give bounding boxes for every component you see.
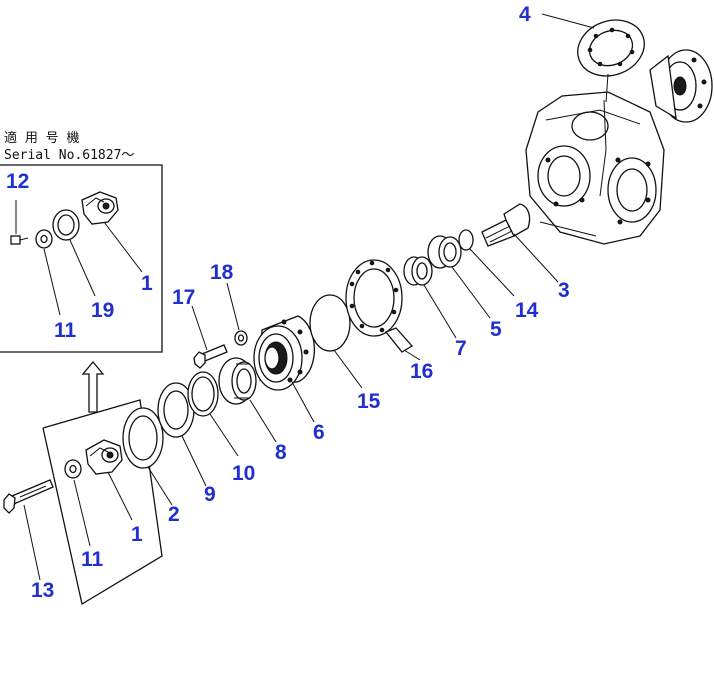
part-6-cage — [253, 315, 316, 391]
callout-4: 4 — [519, 3, 531, 26]
part-12-bolt — [10, 235, 29, 245]
callout-18: 18 — [210, 261, 234, 284]
leader-6 — [291, 381, 315, 423]
leader-11 — [73, 479, 91, 547]
callout-15: 15 — [357, 390, 381, 413]
callouts: 4 12 1 19 11 18 17 3 14 5 7 16 15 6 8 10… — [6, 3, 570, 602]
differential-assembly — [649, 49, 713, 123]
leader-1 — [107, 471, 133, 521]
callout-6: 6 — [313, 421, 325, 444]
leader-8 — [249, 399, 277, 443]
part-13-bolt — [3, 479, 54, 514]
callout-5: 5 — [490, 318, 502, 341]
leader-15 — [333, 349, 363, 389]
leader-18 — [226, 282, 240, 331]
leader-1-inset — [103, 221, 143, 273]
callout-1-inset: 1 — [141, 272, 153, 295]
callout-8: 8 — [275, 441, 287, 464]
callout-16: 16 — [410, 360, 433, 383]
leader-17 — [191, 305, 208, 351]
differential-housing — [525, 91, 665, 245]
part-16-shim — [345, 259, 414, 353]
part-14-spacer — [458, 229, 474, 251]
part-8-bearing — [218, 357, 257, 405]
part-7-race — [403, 256, 433, 286]
part-9-ring — [157, 382, 195, 438]
callout-14: 14 — [515, 299, 539, 322]
arrow-up-icon — [81, 360, 105, 413]
inset-panel: 適 用 号 機 Serial No.61827〜 — [0, 130, 163, 353]
callout-19: 19 — [91, 299, 114, 322]
callout-1: 1 — [131, 523, 143, 546]
part-10-shim — [187, 371, 219, 417]
leader-14 — [469, 248, 515, 297]
lower-bracket — [42, 399, 163, 606]
part-11-washer — [64, 459, 82, 479]
leader-19 — [69, 239, 96, 297]
callout-3: 3 — [558, 279, 570, 302]
part-18-washer — [234, 330, 248, 346]
part-1-coupling-inset — [81, 191, 119, 225]
callout-11-inset: 11 — [54, 319, 77, 342]
part-2-seal — [122, 407, 164, 469]
serial-note-number: Serial No.61827〜 — [4, 148, 134, 163]
leader-3 — [513, 233, 559, 283]
part-1-coupling — [85, 439, 123, 475]
leader-4 — [541, 13, 595, 29]
part-4-ring-gear — [577, 19, 645, 77]
leader-13 — [23, 504, 41, 581]
leader-7 — [423, 284, 457, 339]
part-5-bearing — [427, 235, 462, 269]
callout-17: 17 — [172, 286, 195, 309]
part-3-pinion — [481, 203, 531, 247]
part-17-bolt — [193, 344, 228, 369]
leader-5 — [451, 266, 491, 319]
part-15-oring — [309, 294, 351, 352]
callout-7: 7 — [455, 337, 467, 360]
leader-16 — [403, 349, 421, 361]
part-19-seal — [52, 209, 80, 241]
callout-2: 2 — [168, 503, 180, 526]
leader-2 — [147, 466, 173, 506]
callout-12: 12 — [6, 170, 29, 193]
callout-9: 9 — [204, 483, 216, 506]
leader-10 — [209, 413, 239, 457]
callout-11: 11 — [81, 548, 104, 571]
callout-13: 13 — [31, 579, 54, 602]
part-11-washer-inset — [35, 229, 53, 249]
leader-11-inset — [43, 248, 61, 316]
leader-9 — [181, 435, 207, 487]
callout-10: 10 — [232, 462, 255, 485]
leader-4b — [605, 73, 609, 103]
serial-note-title: 適 用 号 機 — [4, 130, 79, 146]
